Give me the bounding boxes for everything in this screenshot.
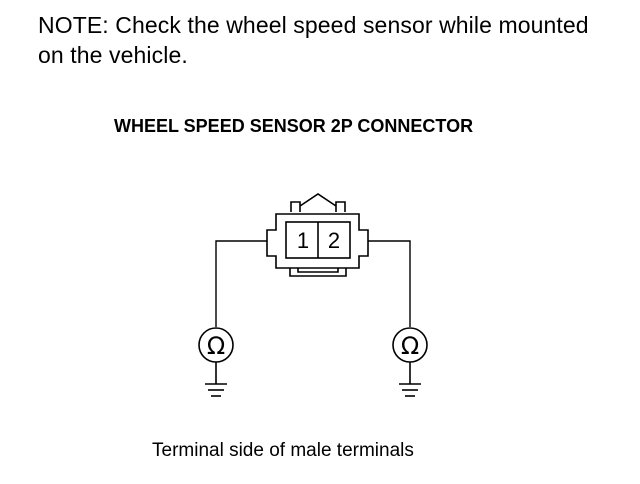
ohmmeter-icon-left: Ω (198, 327, 234, 397)
note-text: NOTE: Check the wheel speed sensor while… (38, 12, 589, 68)
pin-1-label: 1 (297, 228, 309, 253)
ohmmeter-icon-right: Ω (392, 327, 428, 397)
ohm-symbol-right: Ω (401, 332, 419, 360)
connector-housing (266, 193, 369, 277)
ohm-symbol-left: Ω (207, 332, 225, 360)
pin-2-label: 2 (328, 228, 340, 253)
ground-icon-left (205, 362, 227, 397)
ground-icon-right (399, 362, 421, 397)
test-leads (215, 240, 411, 327)
caption: Terminal side of male terminals (152, 440, 414, 461)
connector-title: WHEEL SPEED SENSOR 2P CONNECTOR (114, 116, 474, 136)
